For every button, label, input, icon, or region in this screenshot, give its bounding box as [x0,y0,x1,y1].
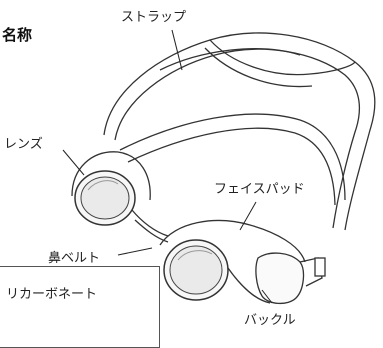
goggles-diagram: 名称 ストラップ レンズ フェイスパッド 鼻ベルト バックル [2,10,376,328]
label-lens: レンズ [4,136,43,152]
label-nose-belt: 鼻ベルト [48,250,100,266]
face-pad-leader [239,201,257,231]
material-text: リカーボネート [6,287,98,302]
lens-leader [62,149,85,176]
leader-lines [62,29,273,304]
strap-leader [171,29,183,71]
lens-right [159,219,306,304]
material-box [0,266,160,348]
label-strap: ストラップ [121,10,186,25]
buckle-leader [261,289,273,304]
label-face-pad: フェイスパッド [214,182,305,197]
nose-bridge [131,209,169,243]
title: 名称 [2,26,32,44]
strap [103,32,376,231]
buckle [255,252,326,305]
label-buckle: バックル [244,313,296,328]
lens-left [71,151,151,226]
nose-belt-leader [117,247,153,256]
